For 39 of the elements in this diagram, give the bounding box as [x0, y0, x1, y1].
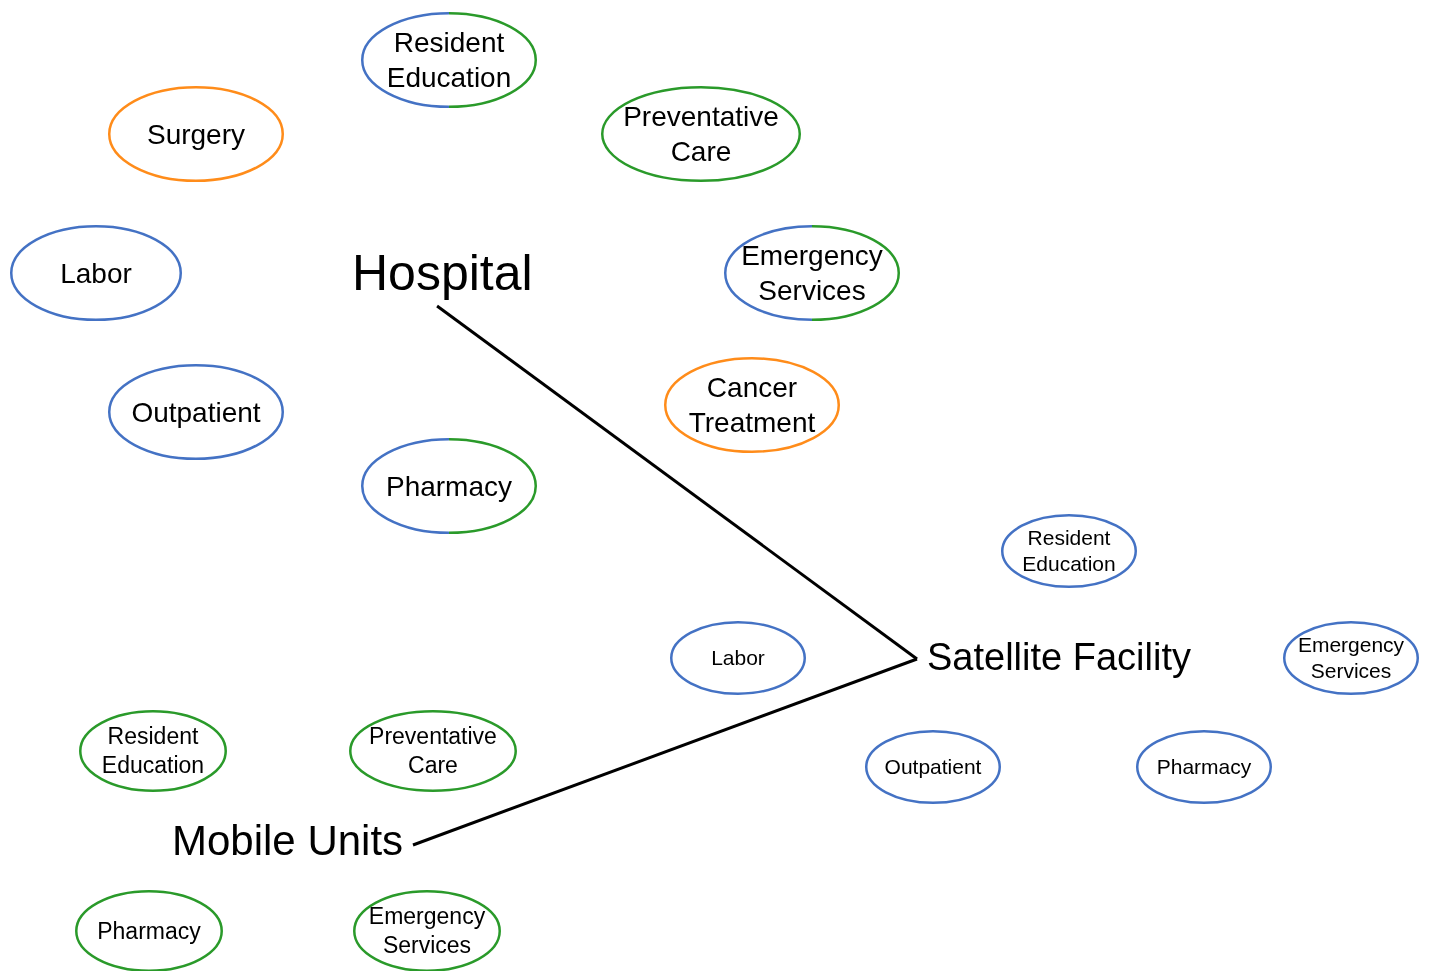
oval-node — [361, 438, 537, 534]
heading-text: Satellite Facility — [927, 638, 1191, 676]
heading-text: Mobile Units — [172, 820, 404, 862]
node-label: Pharmacy — [97, 916, 201, 946]
node-label: Resident Education — [385, 26, 513, 95]
oval-node — [724, 225, 900, 321]
node-label: Outpatient — [131, 395, 261, 430]
oval-node — [10, 225, 182, 321]
oval-node — [349, 710, 517, 792]
oval-node — [1283, 621, 1419, 695]
oval-node — [353, 890, 501, 971]
oval-node — [1136, 730, 1272, 804]
oval-node — [865, 730, 1001, 804]
node-label: Labor — [711, 644, 765, 671]
node-label: Preventative Care — [622, 100, 780, 169]
connector-line — [412, 657, 918, 847]
oval-node — [670, 621, 806, 695]
node-label: Emergency Services — [740, 239, 884, 308]
node-label: Emergency Services — [367, 902, 487, 960]
oval-node — [1001, 514, 1137, 588]
oval-node — [108, 364, 284, 460]
oval-node — [601, 86, 801, 182]
node-label: Pharmacy — [385, 469, 512, 504]
node-label: Pharmacy — [1156, 753, 1252, 780]
node-label: Resident Education — [1021, 524, 1117, 577]
node-label: Cancer Treatment — [687, 371, 817, 440]
connector-line — [436, 304, 918, 661]
oval-node — [361, 12, 537, 108]
heading-text: Hospital — [352, 248, 533, 298]
oval-node — [75, 890, 223, 971]
oval-node — [79, 710, 227, 792]
node-label: Resident Education — [100, 722, 206, 780]
node-label: Surgery — [146, 117, 245, 152]
oval-node — [664, 357, 840, 453]
node-label: Outpatient — [884, 753, 982, 780]
node-label: Emergency Services — [1296, 631, 1406, 684]
oval-node — [108, 86, 284, 182]
node-label: Preventative Care — [368, 722, 498, 780]
node-label: Labor — [60, 256, 132, 291]
